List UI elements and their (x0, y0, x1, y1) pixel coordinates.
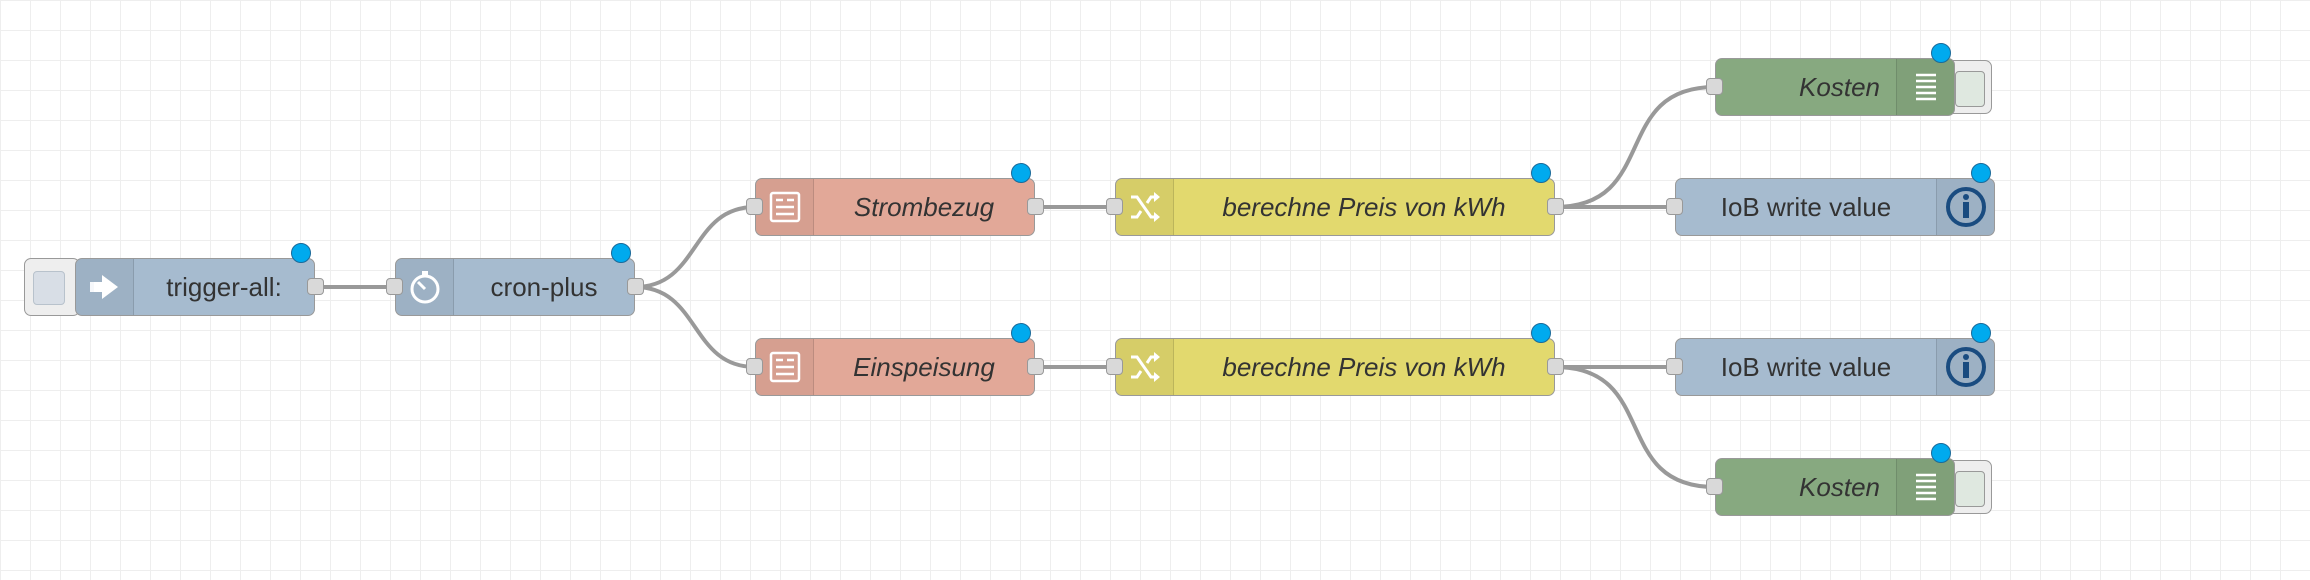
inject-trigger-button[interactable] (24, 258, 80, 316)
output-port[interactable] (1547, 358, 1564, 375)
status-dot (1531, 163, 1551, 183)
input-port[interactable] (746, 198, 763, 215)
wire-change-to-kosten-top[interactable] (1554, 85, 1716, 209)
status-dot (1931, 443, 1951, 463)
node-iobroker-write-bottom[interactable]: IoB write value (1666, 323, 1995, 396)
input-port[interactable] (1106, 358, 1123, 375)
input-port[interactable] (1666, 198, 1683, 215)
node-label: Kosten (1799, 71, 1880, 102)
node-label: Kosten (1799, 471, 1880, 502)
input-port[interactable] (1706, 78, 1723, 95)
node-label: berechne Preis von kWh (1222, 351, 1506, 382)
output-port[interactable] (1027, 198, 1044, 215)
node-label: Strombezug (853, 191, 995, 222)
node-template-strombezug[interactable]: Strombezug (746, 163, 1044, 236)
status-dot (1971, 163, 1991, 183)
node-debug-kosten-top[interactable]: Kosten (1706, 43, 1955, 116)
input-port[interactable] (1666, 358, 1683, 375)
node-cron-plus[interactable]: cron-plus (386, 243, 644, 316)
list-icon (1896, 459, 1954, 515)
node-template-einspeisung[interactable]: Einspeisung (746, 323, 1044, 396)
status-dot (1971, 323, 1991, 343)
shuffle-icon (1116, 179, 1174, 235)
template-icon (756, 179, 814, 235)
node-label: cron-plus (490, 271, 598, 302)
status-dot (291, 243, 311, 263)
iobroker-icon (1936, 179, 1994, 235)
template-icon (756, 339, 814, 395)
input-port[interactable] (746, 358, 763, 375)
iobroker-icon (1936, 339, 1994, 395)
debug-toggle-face[interactable] (1955, 71, 1985, 107)
shuffle-icon (1116, 339, 1174, 395)
timer-icon (396, 259, 454, 315)
node-label: berechne Preis von kWh (1222, 191, 1506, 222)
input-port[interactable] (1706, 478, 1723, 495)
output-port[interactable] (307, 278, 324, 295)
debug-toggle-face[interactable] (1955, 471, 1985, 507)
node-inject-trigger-all[interactable]: trigger-all: (75, 243, 324, 316)
node-change-top[interactable]: berechne Preis von kWh (1106, 163, 1564, 236)
node-label: IoB write value (1720, 351, 1892, 382)
arrow-in-icon (76, 259, 134, 315)
status-dot (1011, 323, 1031, 343)
list-icon (1896, 59, 1954, 115)
node-change-bottom[interactable]: berechne Preis von kWh (1106, 323, 1564, 396)
node-debug-kosten-bottom[interactable]: Kosten (1706, 443, 1955, 516)
input-port[interactable] (1106, 198, 1123, 215)
node-label: trigger-all: (166, 271, 282, 302)
output-port[interactable] (627, 278, 644, 295)
status-dot (1011, 163, 1031, 183)
status-dot (611, 243, 631, 263)
output-port[interactable] (1547, 198, 1564, 215)
node-label: Einspeisung (853, 351, 995, 382)
output-port[interactable] (1027, 358, 1044, 375)
node-iobroker-write-top[interactable]: IoB write value (1666, 163, 1995, 236)
status-dot (1531, 323, 1551, 343)
status-dot (1931, 43, 1951, 63)
node-label: IoB write value (1720, 191, 1892, 222)
inject-button-face[interactable] (33, 271, 65, 305)
wire-cron-to-einspeisung[interactable] (634, 285, 756, 369)
wire-change-to-kosten-bottom[interactable] (1554, 365, 1716, 489)
wire-cron-to-strombezug[interactable] (634, 205, 756, 289)
input-port[interactable] (386, 278, 403, 295)
